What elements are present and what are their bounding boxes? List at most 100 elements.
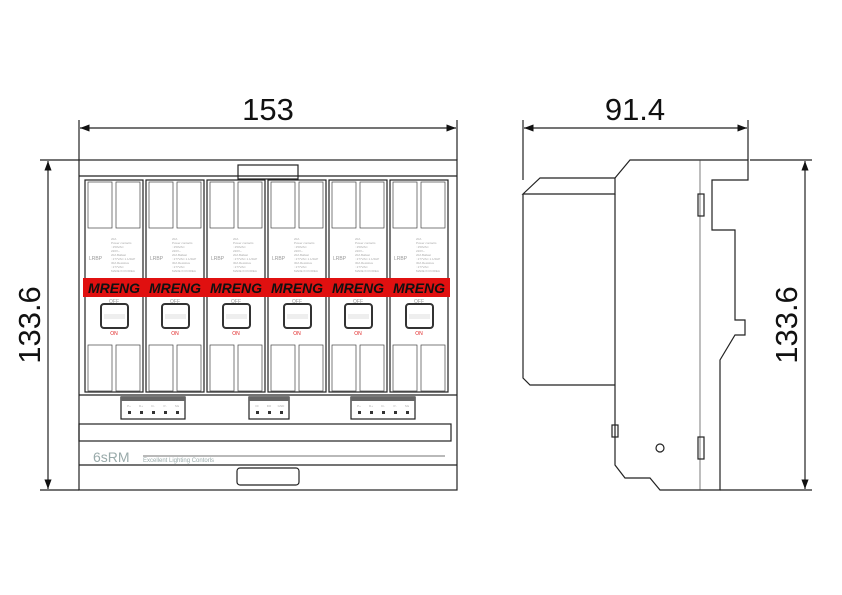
off-label: OFF — [292, 299, 302, 305]
module-spec-line: 30A Resistive — [355, 261, 374, 265]
module-spec-line: : 250VAC — [355, 245, 368, 249]
module-spec-line: 220V~ — [294, 249, 303, 253]
depth-label: 91.4 — [605, 92, 665, 127]
terminal-screw — [128, 411, 131, 414]
on-label: ON — [110, 331, 118, 337]
module-spec-line: Power contacts — [111, 241, 132, 245]
terminal-screw — [358, 411, 361, 414]
terminal-screw — [394, 411, 397, 414]
module-spec-line: : 250VAC — [172, 245, 185, 249]
toggle-slot — [409, 314, 430, 319]
module-spec-line: : 277VAC — [233, 265, 246, 269]
module-spec-line: : 277VAC — [294, 265, 307, 269]
module-spec-line: : 250VAC — [416, 245, 429, 249]
terminal-pin-label: D- — [151, 404, 154, 408]
brand-band — [83, 278, 145, 297]
toggle-slot — [348, 314, 369, 319]
brand-band — [388, 278, 450, 297]
module-spec-line: : 277VAC 1.1/2HP — [416, 257, 440, 261]
terminal-screw — [382, 411, 385, 414]
terminal-block: P+D+D-P-SG — [350, 396, 416, 420]
module-spec-line: 20A — [355, 237, 360, 241]
module-spec-line: Power contacts — [294, 241, 315, 245]
module-spec-line: : 277VAC 1.1/2HP — [294, 257, 318, 261]
terminal-screw — [280, 411, 283, 414]
module-spec-line: MADE IN KOREA — [294, 269, 318, 273]
module-model: LRBP — [211, 256, 225, 262]
module-spec-line: 20A — [111, 237, 116, 241]
dimension-height-front: 133.6 — [12, 159, 79, 491]
module-spec-line: 220V~ — [233, 249, 242, 253]
module-spec-line: MADE IN KOREA — [416, 269, 440, 273]
dimension-width: 153 — [78, 92, 458, 160]
module-model: LRBP — [89, 256, 103, 262]
terminal-screw — [406, 411, 409, 414]
module-model: LRBP — [394, 256, 408, 262]
module-spec-line: : 277VAC — [355, 265, 368, 269]
on-label: ON — [415, 331, 423, 337]
terminal-screw — [164, 411, 167, 414]
terminal-pin-label: P+ — [127, 404, 131, 408]
terminal-pin-label: DO — [267, 404, 272, 408]
off-label: OFF — [231, 299, 241, 305]
module-spec-line: Power contacts — [416, 241, 437, 245]
brand-band — [205, 278, 267, 297]
module-spec-line: 30A Resistive — [416, 261, 435, 265]
terminal-block: P+D+D-P-SG — [120, 396, 186, 420]
brand-band — [144, 278, 206, 297]
module-spec-line: 220V~ — [111, 249, 120, 253]
terminal-pin-label: P- — [394, 404, 397, 408]
module-spec-line: Power contacts — [172, 241, 193, 245]
brand-logo: MRENG — [210, 280, 262, 296]
module-spec-line: 20A — [416, 237, 421, 241]
brand-logo: MRENG — [88, 280, 140, 296]
height-front-label: 133.6 — [12, 286, 47, 364]
module-spec-line: 30A Resistive — [172, 261, 191, 265]
module-spec-line: 20A Ballast — [233, 253, 248, 257]
module-spec-line: : 277VAC — [416, 265, 429, 269]
off-label: OFF — [414, 299, 424, 305]
module-spec-line: 20A Ballast — [294, 253, 309, 257]
terminal-pin-label: SG — [405, 404, 410, 408]
product-name: 6sRM — [93, 449, 130, 465]
product-tagline: Excellent Lighting Contorls — [143, 458, 214, 464]
module-spec-line: 220V~ — [416, 249, 425, 253]
dimension-depth: 91.4 — [522, 92, 749, 180]
toggle-slot — [287, 314, 308, 319]
terminal-pin-label: D- — [381, 404, 384, 408]
terminal-pin-label: P- — [164, 404, 167, 408]
terminal-screw — [370, 411, 373, 414]
terminal-pin-label: P+ — [357, 404, 361, 408]
brand-logo: MRENG — [393, 280, 445, 296]
module-spec-line: 220V~ — [355, 249, 364, 253]
on-label: ON — [293, 331, 301, 337]
toggle-slot — [104, 314, 125, 319]
brand-band — [327, 278, 389, 297]
module-spec-line: : 250VAC — [294, 245, 307, 249]
module-spec-line: 30A Resistive — [233, 261, 252, 265]
module-spec-line: 20A Ballast — [111, 253, 126, 257]
terminal-pin-label: DI — [256, 404, 259, 408]
module-spec-line: : 277VAC 1.1/2HP — [111, 257, 135, 261]
module-spec-line: MADE IN KOREA — [355, 269, 379, 273]
terminal-screw — [268, 411, 271, 414]
toggle-slot — [226, 314, 247, 319]
terminal-screw — [140, 411, 143, 414]
toggle-slot — [165, 314, 186, 319]
off-label: OFF — [170, 299, 180, 305]
module-spec-line: MADE IN KOREA — [111, 269, 135, 273]
terminal-pin-label: D+ — [139, 404, 143, 408]
on-label: ON — [354, 331, 362, 337]
module-model: LRBP — [272, 256, 286, 262]
off-label: OFF — [109, 299, 119, 305]
module-spec-line: : 277VAC — [172, 265, 185, 269]
module-spec-line: 220V~ — [172, 249, 181, 253]
module-spec-line: MADE IN KOREA — [233, 269, 257, 273]
module-spec-line: 20A — [172, 237, 177, 241]
